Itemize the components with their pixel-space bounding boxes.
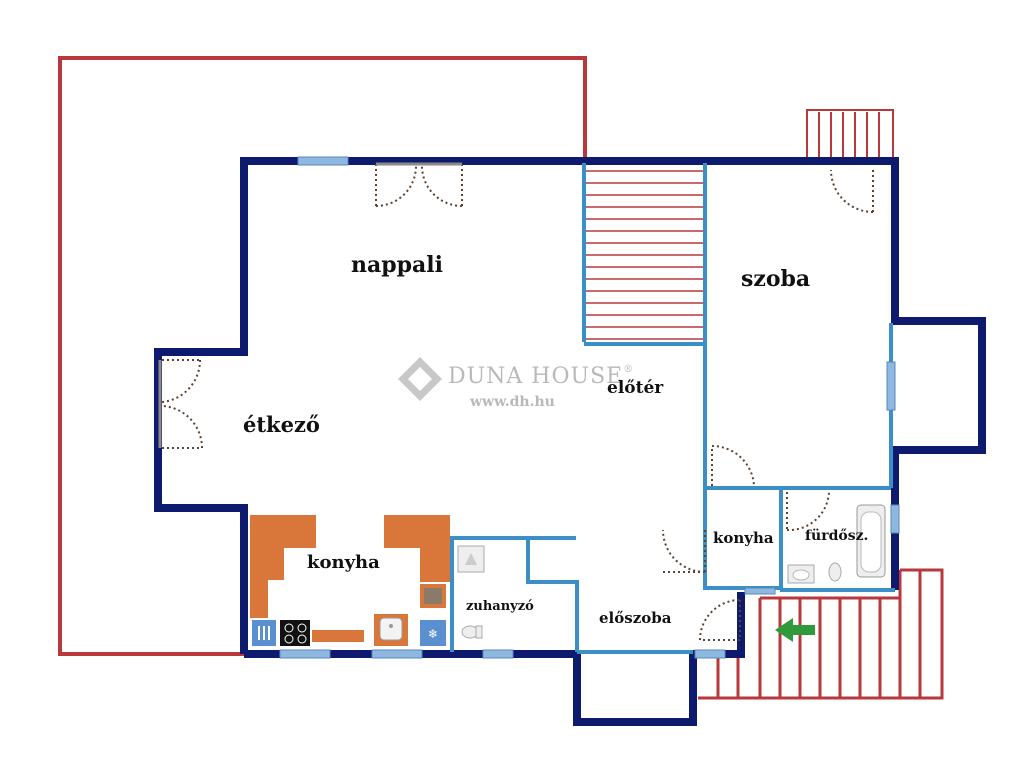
door-etkezo-bottom (161, 405, 204, 449)
door-terrace-right (421, 164, 463, 207)
window-bottom-konyha-2 (371, 649, 423, 659)
doors (161, 164, 874, 641)
dishwasher-icon (252, 620, 276, 646)
watermark-brand: DUNA HOUSE® (448, 364, 634, 389)
window-bottom-konyha-1 (279, 649, 331, 659)
kitchen-counters (250, 515, 450, 642)
watermark-brand-text: DUNA HOUSE (448, 364, 624, 389)
interior-stairs (586, 170, 703, 340)
window-szoba-right (886, 361, 896, 411)
entrance-arrow-icon (775, 618, 815, 642)
door-entrance (699, 599, 741, 641)
room-label-eloszoba: előszoba (599, 609, 672, 627)
entrance-stairs (698, 568, 944, 700)
appliances: ❄ (252, 504, 886, 646)
room-label-eloter: előtér (607, 378, 664, 398)
door-szoba-terrace (830, 169, 874, 213)
door-szoba (711, 444, 755, 487)
fridge-icon: ❄ (420, 620, 446, 646)
door-furdo (786, 491, 830, 532)
watermark-url: www.dh.hu (470, 394, 555, 410)
room-label-konyha-main: konyha (307, 552, 380, 573)
window-furdo-right (890, 504, 900, 534)
room-label-zuhanyzo: zuhanyzó (466, 599, 534, 614)
door-terrace-left (375, 164, 417, 207)
room-label-furdoszoba: fürdősz. (805, 528, 869, 544)
oven-icon (420, 584, 446, 608)
window-bottom-eloszoba (694, 649, 726, 659)
stove-icon (280, 620, 310, 646)
room-label-konyha-small: konyha (713, 529, 774, 547)
counter-bottom (312, 630, 364, 642)
window-bottom-zuhanyzo (482, 649, 514, 659)
bathtub-icon (856, 504, 886, 578)
windows (279, 156, 900, 659)
balcony-top-right (806, 109, 894, 159)
door-etkezo-top (161, 359, 202, 403)
washbasin-icon (787, 564, 815, 584)
watermark-registered: ® (623, 364, 635, 375)
window-top-nappali (297, 156, 349, 166)
toilet-icon (461, 625, 483, 639)
room-label-szoba: szoba (741, 266, 811, 292)
terrace-outline (58, 56, 587, 656)
svg-text:❄: ❄ (428, 627, 438, 641)
room-label-etkezo: étkező (243, 412, 320, 437)
wc-icon (828, 562, 842, 582)
duna-house-logo-icon (398, 357, 442, 401)
shower-icon (457, 545, 485, 573)
sink-icon (374, 614, 408, 646)
counter-right (384, 515, 450, 582)
window-konyha-small (744, 587, 776, 595)
door-konyha-small (662, 529, 706, 573)
room-label-nappali: nappali (351, 252, 443, 278)
counter-left (250, 515, 316, 618)
